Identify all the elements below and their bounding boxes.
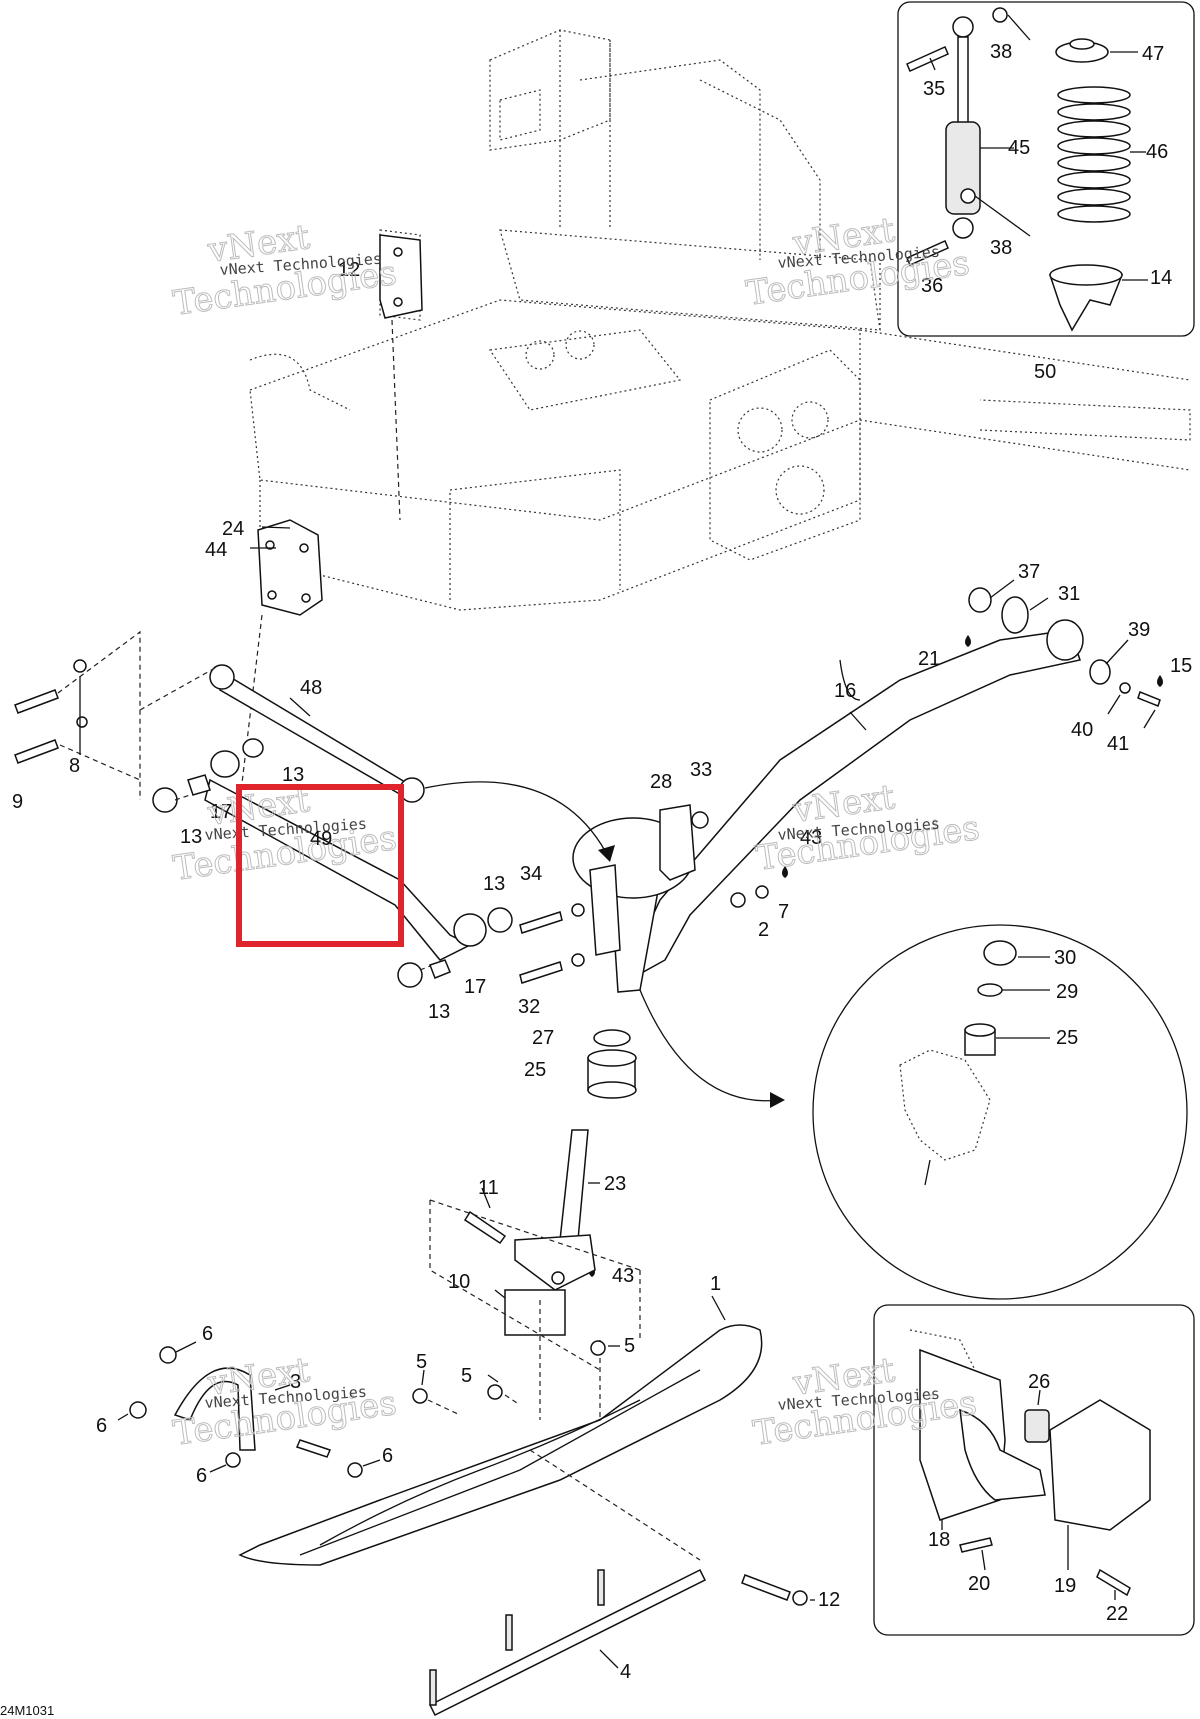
highlight-box-49[interactable] <box>236 784 404 947</box>
callout-9: 9 <box>12 791 23 813</box>
grease-drop-icon <box>965 635 971 647</box>
callout-5c: 5 <box>624 1335 635 1357</box>
callout-32: 32 <box>518 996 540 1018</box>
callout-13a: 13 <box>282 764 304 786</box>
bracket-28 <box>659 804 696 881</box>
callout-8: 8 <box>69 755 80 777</box>
callout-15: 15 <box>1170 655 1192 677</box>
callout-17b: 17 <box>464 976 486 998</box>
callout-14: 14 <box>1150 267 1172 289</box>
chassis-frame <box>249 29 1191 611</box>
bushing-13 <box>397 962 423 988</box>
callout-3: 3 <box>290 1371 301 1393</box>
callout-27: 27 <box>532 1027 554 1049</box>
callout-43a: 43 <box>800 827 822 849</box>
callout-38: 38 <box>990 41 1012 63</box>
callout-39: 39 <box>1128 619 1150 641</box>
callout-6c: 6 <box>382 1445 393 1467</box>
callout-45: 45 <box>1008 137 1030 159</box>
bracket-24 <box>257 519 323 616</box>
callout-10: 10 <box>448 1271 470 1293</box>
callout-28: 28 <box>650 771 672 793</box>
bushing-detail-inset <box>812 924 1188 1300</box>
callout-13b: 13 <box>180 826 202 848</box>
callout-35: 35 <box>923 78 945 100</box>
callout-40: 40 <box>1071 719 1093 741</box>
mount-plate <box>379 234 423 319</box>
callout-21: 21 <box>918 648 940 670</box>
callout-24: 24 <box>222 518 244 540</box>
callout-25a: 25 <box>1056 1027 1078 1049</box>
callout-6a: 6 <box>202 1323 213 1345</box>
grease-drop-icon <box>1157 675 1163 687</box>
callout-22: 22 <box>1106 1603 1128 1625</box>
callout-25b: 25 <box>524 1059 546 1081</box>
callout-13d: 13 <box>428 1001 450 1023</box>
callout-48: 48 <box>300 677 322 699</box>
callout-31: 31 <box>1058 583 1080 605</box>
ski-1 <box>238 1324 763 1566</box>
callout-23: 23 <box>604 1173 626 1195</box>
callout-12: 12 <box>338 259 360 281</box>
callout-19: 19 <box>1054 1575 1076 1597</box>
mount-plate-34 <box>589 864 621 956</box>
callout-13c: 13 <box>483 873 505 895</box>
callout-38b: 38 <box>990 237 1012 259</box>
callout-labels: 12 38 35 47 45 46 38 36 14 50 24 44 37 3… <box>12 41 1192 1683</box>
callout-30: 30 <box>1054 947 1076 969</box>
assembly-arrow <box>424 781 611 861</box>
callout-50: 50 <box>1034 361 1056 383</box>
callout-37: 37 <box>1018 561 1040 583</box>
callout-46: 46 <box>1146 141 1168 163</box>
callout-16: 16 <box>834 680 856 702</box>
callout-36: 36 <box>921 275 943 297</box>
shock-absorber-inset <box>897 1 1195 337</box>
callout-20: 20 <box>968 1573 990 1595</box>
callout-6d: 6 <box>196 1465 207 1487</box>
trailing-arm-16 <box>618 619 1084 987</box>
callout-44: 44 <box>205 539 227 561</box>
callout-49[interactable]: 49 <box>310 828 332 850</box>
spindle-23 <box>514 1129 596 1291</box>
callout-1: 1 <box>710 1273 721 1295</box>
callout-47: 47 <box>1142 43 1164 65</box>
callout-26: 26 <box>1028 1371 1050 1393</box>
pivot-assembly-inset <box>873 1304 1195 1636</box>
upper-arm-48 <box>209 664 425 803</box>
callout-18: 18 <box>928 1529 950 1551</box>
grease-drop-icon <box>782 866 788 878</box>
bushing-13 <box>152 787 178 813</box>
callout-29: 29 <box>1056 981 1078 1003</box>
diagram-code: 24M1031 <box>0 1703 54 1718</box>
callout-5b: 5 <box>461 1365 472 1387</box>
callout-4: 4 <box>620 1661 631 1683</box>
callout-7: 7 <box>778 901 789 923</box>
handle-3 <box>173 1367 256 1451</box>
detail-arrow <box>639 989 781 1102</box>
callout-11: 11 <box>478 1177 499 1199</box>
callout-6b: 6 <box>96 1415 107 1437</box>
callout-33: 33 <box>690 759 712 781</box>
runner-4 <box>428 1568 707 1717</box>
callout-5a: 5 <box>416 1351 427 1373</box>
callout-41: 41 <box>1107 733 1129 755</box>
callout-43b: 43 <box>612 1265 634 1287</box>
spring-icon <box>1057 86 1131 223</box>
callout-17a: 17 <box>210 801 232 823</box>
callout-12b: 12 <box>818 1589 840 1611</box>
callout-2: 2 <box>758 919 769 941</box>
callout-34: 34 <box>520 863 542 885</box>
